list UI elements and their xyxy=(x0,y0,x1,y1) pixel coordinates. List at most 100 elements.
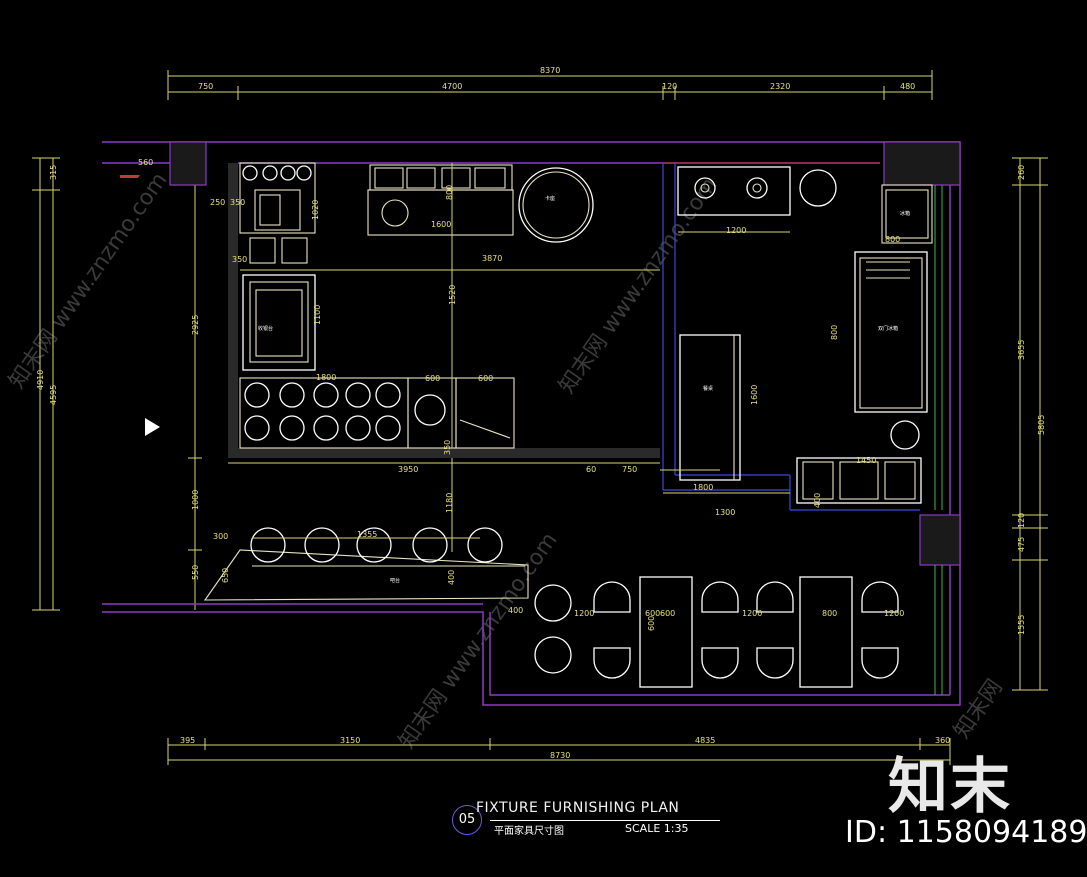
bar-stool xyxy=(304,527,340,563)
column-top-left xyxy=(169,141,207,186)
dim-bottom-total: 8730 xyxy=(550,751,570,760)
interior-dim-0: 560 xyxy=(138,158,153,167)
sink-counter xyxy=(796,457,922,504)
bar-stool xyxy=(250,527,286,563)
drawing-scale: SCALE 1:35 xyxy=(625,822,689,835)
dining-area xyxy=(639,576,853,688)
interior-dim-5: 3870 xyxy=(482,254,502,263)
interior-dim-36: 1600 xyxy=(750,385,759,405)
stool xyxy=(244,382,270,408)
interior-dim-27: 650 xyxy=(221,568,230,583)
drawing-number: 05 xyxy=(452,805,482,835)
dining-table-2 xyxy=(799,576,853,688)
dim-top-total: 8370 xyxy=(540,66,560,75)
interior-dim-10: 1800 xyxy=(316,373,336,382)
dim-left-2: 4910 xyxy=(36,370,45,390)
interior-dim-25: 400 xyxy=(508,606,523,615)
interior-dim-17: 1800 xyxy=(693,483,713,492)
bar-counter-right xyxy=(239,377,515,449)
interior-dimension-lines xyxy=(228,163,790,552)
dining-chair xyxy=(701,647,739,679)
interior-dim-4: 350 xyxy=(232,255,247,264)
interior-dim-18: 1200 xyxy=(726,226,746,235)
dim-right-4: 120 xyxy=(1017,513,1026,528)
column-top-right xyxy=(883,141,961,186)
interior-dim-20: 600 xyxy=(645,609,660,618)
drawing-subtitle: 平面家具尺寸图 xyxy=(494,826,564,837)
dining-chair xyxy=(701,581,739,613)
dim-top-seg-4: 2320 xyxy=(770,82,790,91)
room-label-3: 餐桌 xyxy=(703,385,713,392)
interior-dim-24: 1355 xyxy=(357,530,377,539)
interior-dim-15: 60 xyxy=(586,465,596,474)
interior-dim-2: 350 xyxy=(230,198,245,207)
dim-left-1: 315 xyxy=(49,165,58,180)
interior-dim-33: 600 xyxy=(660,609,675,618)
watermark-id: ID: 1158094189 xyxy=(845,815,1087,850)
dim-bottom-seg-3: 4835 xyxy=(695,736,715,745)
interior-dim-37: 800 xyxy=(830,325,839,340)
dim-left-inner-3: 550 xyxy=(191,565,200,580)
top-dimensions: 8370 750 4700 120 2320 480 xyxy=(167,66,933,100)
dim-bottom-seg-1: 395 xyxy=(180,736,195,745)
right-window xyxy=(934,185,943,695)
interior-dim-32: 600 xyxy=(647,616,656,631)
dining-chairs xyxy=(534,581,899,679)
stool xyxy=(244,415,270,441)
prep-table xyxy=(679,334,741,481)
bar-stool xyxy=(356,527,392,563)
dim-top-seg-2: 4700 xyxy=(442,82,462,91)
stool xyxy=(345,382,371,408)
interior-dim-34: 800 xyxy=(822,609,837,618)
dim-right-2: 3655 xyxy=(1017,340,1026,360)
interior-dim-35: 1200 xyxy=(884,609,904,618)
room-label-4: 吧台 xyxy=(390,577,400,584)
stool xyxy=(375,415,401,441)
interior-dim-19: 1300 xyxy=(715,508,735,517)
watermark-text-4: 知末网 xyxy=(949,675,1007,743)
stool xyxy=(279,382,305,408)
dim-right-6: 1555 xyxy=(1017,615,1026,635)
interior-dim-16: 750 xyxy=(622,465,637,474)
watermark-text-1: 知末网 www.znzmo.com xyxy=(4,168,172,393)
round-seat xyxy=(534,636,572,674)
dim-left-inner-2: 1000 xyxy=(191,490,200,510)
interior-dim-3: 1020 xyxy=(311,200,320,220)
title-block: 05 FIXTURE FURNISHING PLAN 平面家具尺寸图 SCALE… xyxy=(450,800,750,845)
interior-dim-29: 400 xyxy=(813,493,822,508)
dim-bottom-seg-2: 3150 xyxy=(340,736,360,745)
drawing-title: FIXTURE FURNISHING PLAN xyxy=(476,800,680,816)
stool xyxy=(313,382,339,408)
right-kitchen xyxy=(677,166,933,504)
window-bar xyxy=(203,549,529,601)
wall-mid-hatch xyxy=(228,448,660,458)
interior-dim-26: 1180 xyxy=(445,493,454,513)
dining-table-1 xyxy=(639,576,693,688)
watermark-text-2: 知末网 www.znzmo.com xyxy=(554,173,722,398)
interior-dim-7: 800 xyxy=(445,185,454,200)
interior-dim-14: 3950 xyxy=(398,465,418,474)
right-dimensions: 260 3655 5805 120 475 1555 xyxy=(1012,157,1048,691)
dim-right-3: 5805 xyxy=(1037,415,1046,435)
round-table-top xyxy=(518,167,594,243)
interior-dim-21: 800 xyxy=(885,235,900,244)
interior-dim-1: 250 xyxy=(210,198,225,207)
interior-dim-23: 300 xyxy=(213,532,228,541)
dining-chair xyxy=(861,581,899,613)
top-cabinets xyxy=(367,164,594,243)
dining-chair xyxy=(593,647,631,679)
dim-top-seg-1: 750 xyxy=(198,82,213,91)
title-underline xyxy=(490,820,720,821)
stool xyxy=(313,415,339,441)
dining-chair xyxy=(593,581,631,613)
interior-dim-30: 1200 xyxy=(574,609,594,618)
dim-left-inner-1: 2925 xyxy=(191,315,200,335)
entrance-arrow-icon xyxy=(145,418,160,436)
double-fridge xyxy=(854,251,928,413)
dim-right-5: 475 xyxy=(1017,537,1026,552)
dining-chair xyxy=(756,581,794,613)
watermark-brand: 知末 xyxy=(888,752,1012,822)
stool xyxy=(345,415,371,441)
